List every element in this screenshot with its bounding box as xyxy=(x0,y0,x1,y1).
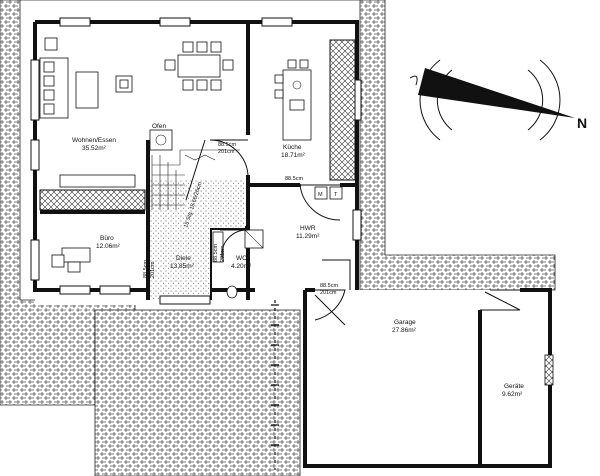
door-dim-3-height: 201cm xyxy=(150,261,156,278)
appliance-t-label: T xyxy=(334,192,338,198)
door-dim-4-width: 88.5cm xyxy=(213,244,219,262)
room-area-geraete: 9.62m² xyxy=(502,391,523,398)
door-dim-5-width: 88.5cm xyxy=(320,283,338,289)
diele-floor xyxy=(150,180,245,300)
room-name-hwr: HWR xyxy=(300,225,316,232)
room-name-buero: Büro xyxy=(100,235,114,242)
garage-wall-hatch xyxy=(544,354,554,386)
wc-fixtures xyxy=(212,229,264,299)
room-name-diele: Diele xyxy=(176,255,191,262)
door-dim-1-width: 88.5cm xyxy=(218,142,236,148)
room-name-kueche: Küche xyxy=(283,144,302,151)
buero-wall-hatch xyxy=(39,189,146,211)
room-name-wc: WC xyxy=(236,255,247,262)
driveway-markers xyxy=(271,300,279,470)
room-area-garage: 27.86m² xyxy=(392,327,417,334)
room-labels: Wohnen/Essen 35.52m² Küche 18.71m² Büro … xyxy=(72,123,524,398)
garage-interior xyxy=(305,290,550,466)
room-name-geraete: Geräte xyxy=(504,383,524,390)
door-dim-1-height: 201cm xyxy=(218,149,235,155)
door-dim-3-width: 88.5cm xyxy=(143,260,149,278)
room-area-hwr: 11.29m² xyxy=(296,233,320,240)
door-dim-5-height: 201cm xyxy=(320,290,337,296)
room-area-wohnen: 35.52m² xyxy=(82,145,107,152)
room-name-garage: Garage xyxy=(394,319,416,326)
room-area-buero: 12.06m² xyxy=(96,243,121,250)
kitchen-furniture xyxy=(274,59,312,141)
kitchen-wall-hatch xyxy=(329,39,356,181)
compass: N xyxy=(409,59,587,141)
room-area-diele: 13.85m² xyxy=(170,263,195,270)
living-furniture xyxy=(39,37,234,188)
room-area-wc: 4.20m² xyxy=(231,263,252,270)
room-area-kueche: 18.71m² xyxy=(281,152,306,159)
door-dim-4-height: 201cm xyxy=(220,245,226,262)
hwr-appliances: M T xyxy=(314,186,343,200)
door-dim-2-height: 201cm xyxy=(285,183,302,189)
appliance-m-label: M xyxy=(318,192,323,198)
buero-furniture xyxy=(51,247,91,273)
door-dim-2-width: 88.5cm xyxy=(285,176,303,182)
room-name-wohnen: Wohnen/Essen xyxy=(72,137,116,144)
doors xyxy=(209,139,521,326)
door-dimension-labels: 88.5cm 201cm 88.5cm 201cm 88.5cm 201cm 8… xyxy=(143,142,338,296)
stairs-area xyxy=(149,129,240,210)
ofen-label: Ofen xyxy=(152,123,166,130)
north-label: N xyxy=(577,115,587,131)
windows xyxy=(30,17,362,305)
